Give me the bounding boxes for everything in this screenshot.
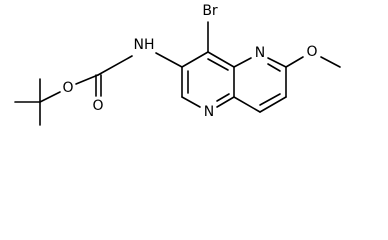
bond-carbonyl-c-to-nh [97, 55, 133, 76]
atom-nh: NH [134, 37, 155, 53]
atom-ring-nitrogen-upper: N [255, 45, 265, 61]
bond-n1-c8a-inner [216, 93, 230, 102]
bond-c7-c8-inner [259, 93, 281, 106]
atom-methoxy-oxygen: O [306, 44, 317, 60]
bond-n5-c6-inner [267, 63, 281, 72]
bond-c8-c8a [233, 96, 261, 113]
bond-n5-c6 [267, 57, 287, 68]
bond-nh-to-ring [155, 52, 183, 68]
bond-c6-o [285, 56, 304, 68]
bond-c4a-n5 [233, 57, 252, 68]
tert-butyl-group [14, 78, 61, 126]
bond-c4a-c4-inner [207, 58, 229, 71]
atom-bromine: Br [202, 3, 218, 19]
bond-c7-c8 [259, 96, 287, 113]
left-pyridine-ring [181, 21, 235, 108]
bond-c3-c4 [181, 51, 209, 68]
methoxy-group [320, 56, 341, 68]
bond-c4a-c4 [207, 51, 235, 68]
chemical-structure: Br NH O O O N N [14, 3, 341, 126]
bond-o-to-carbonyl-c [75, 74, 99, 85]
bond-tbu-to-o [39, 91, 61, 103]
carbamate-group [75, 52, 183, 97]
atom-carbonyl-oxygen: O [92, 98, 103, 114]
bond-c2-n1 [181, 96, 201, 108]
atom-ester-oxygen: O [62, 80, 73, 96]
atom-ring-nitrogen-lower: N [204, 104, 214, 120]
bond-n1-c8a [216, 96, 235, 108]
right-pyridine-ring [233, 56, 304, 113]
bond-o-to-methyl [320, 56, 341, 68]
